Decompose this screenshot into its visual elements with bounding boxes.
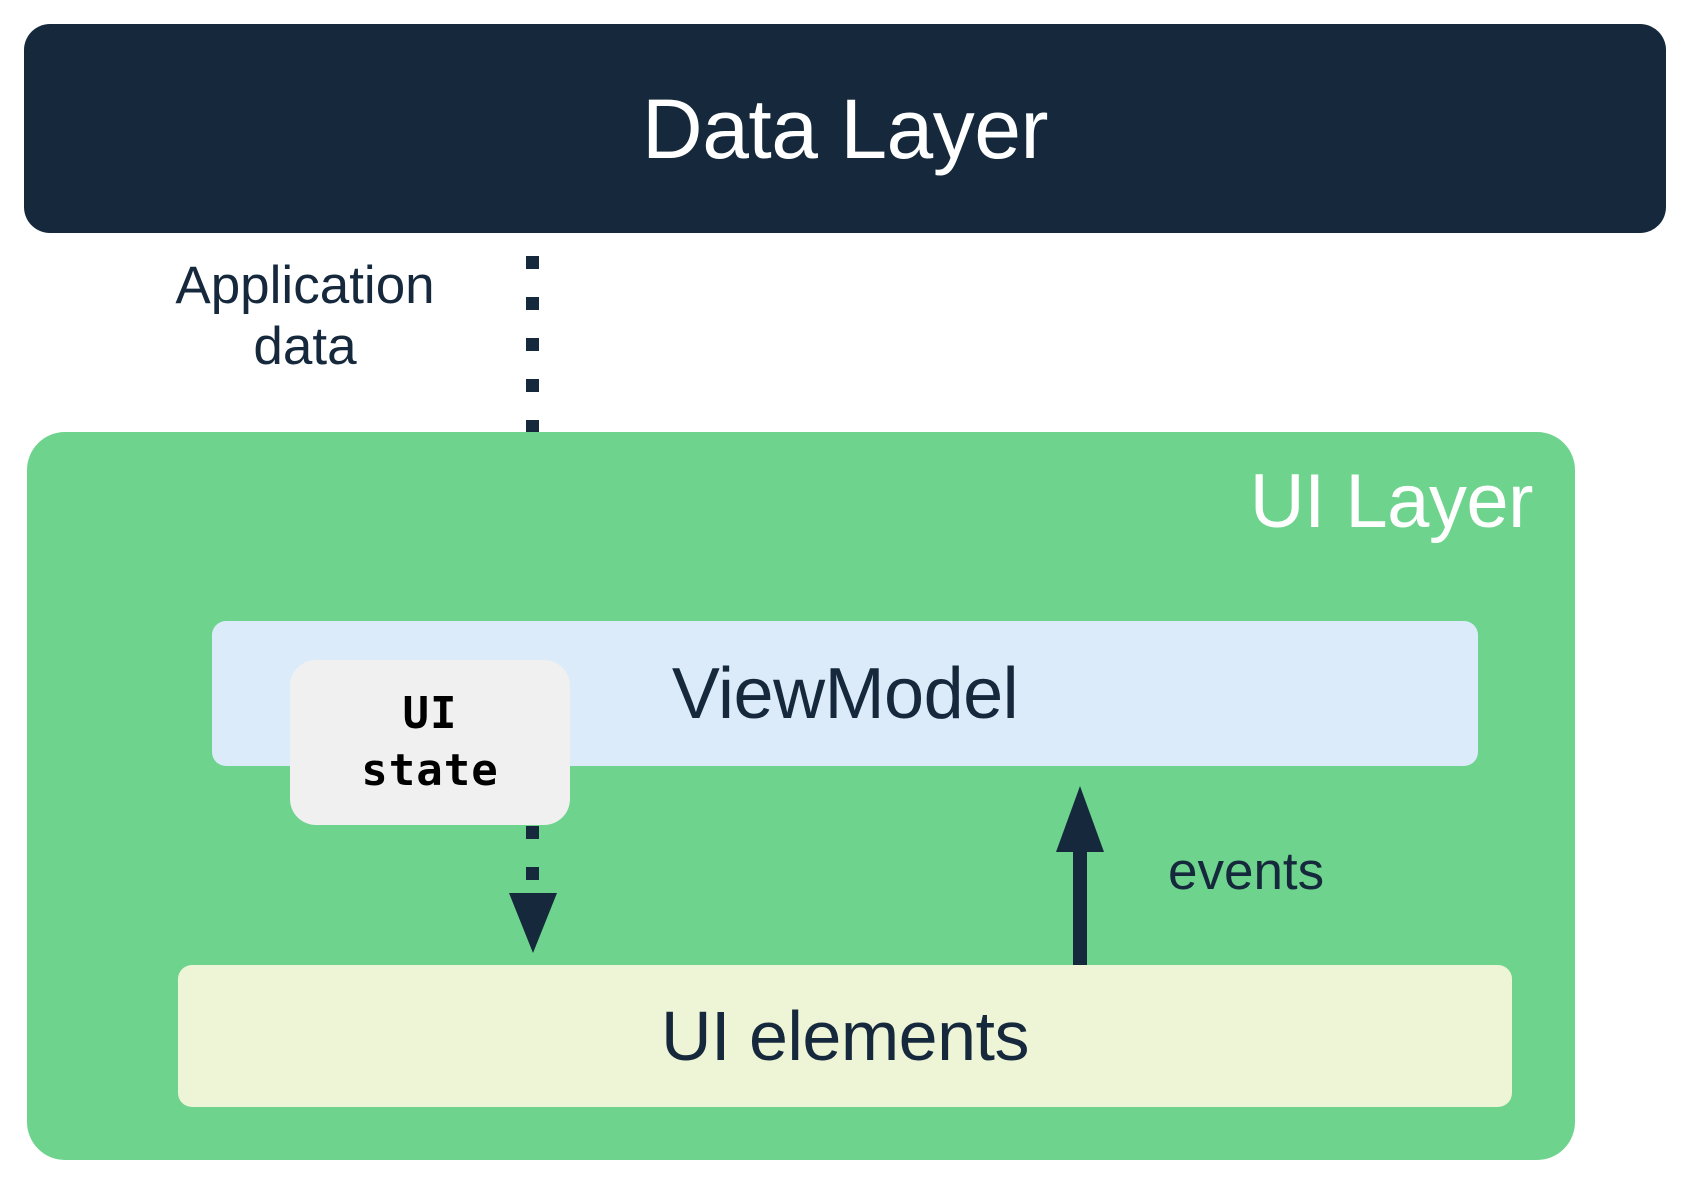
ui-elements-box: UI elements: [178, 965, 1512, 1107]
ui-elements-title: UI elements: [661, 997, 1029, 1075]
application-data-label-line2: data: [253, 317, 357, 377]
application-data-label: Application data: [130, 255, 480, 378]
data-layer-box: Data Layer: [24, 24, 1666, 233]
data-layer-title: Data Layer: [642, 81, 1048, 176]
application-data-label-line1: Application: [175, 256, 435, 315]
ui-state-dotted-line: [526, 826, 539, 896]
events-arrowhead-icon: [1056, 786, 1104, 852]
ui-layer-title: UI Layer: [1249, 459, 1534, 544]
events-label: events: [1168, 842, 1325, 901]
ui-state-label-line1: UI: [402, 688, 458, 740]
viewmodel-title: ViewModel: [671, 653, 1019, 734]
ui-state-box: UI state: [290, 660, 570, 825]
events-arrow-shaft: [1073, 850, 1087, 1002]
ui-state-label-line2: state: [361, 744, 499, 796]
ui-state-arrowhead-icon: [509, 893, 557, 953]
